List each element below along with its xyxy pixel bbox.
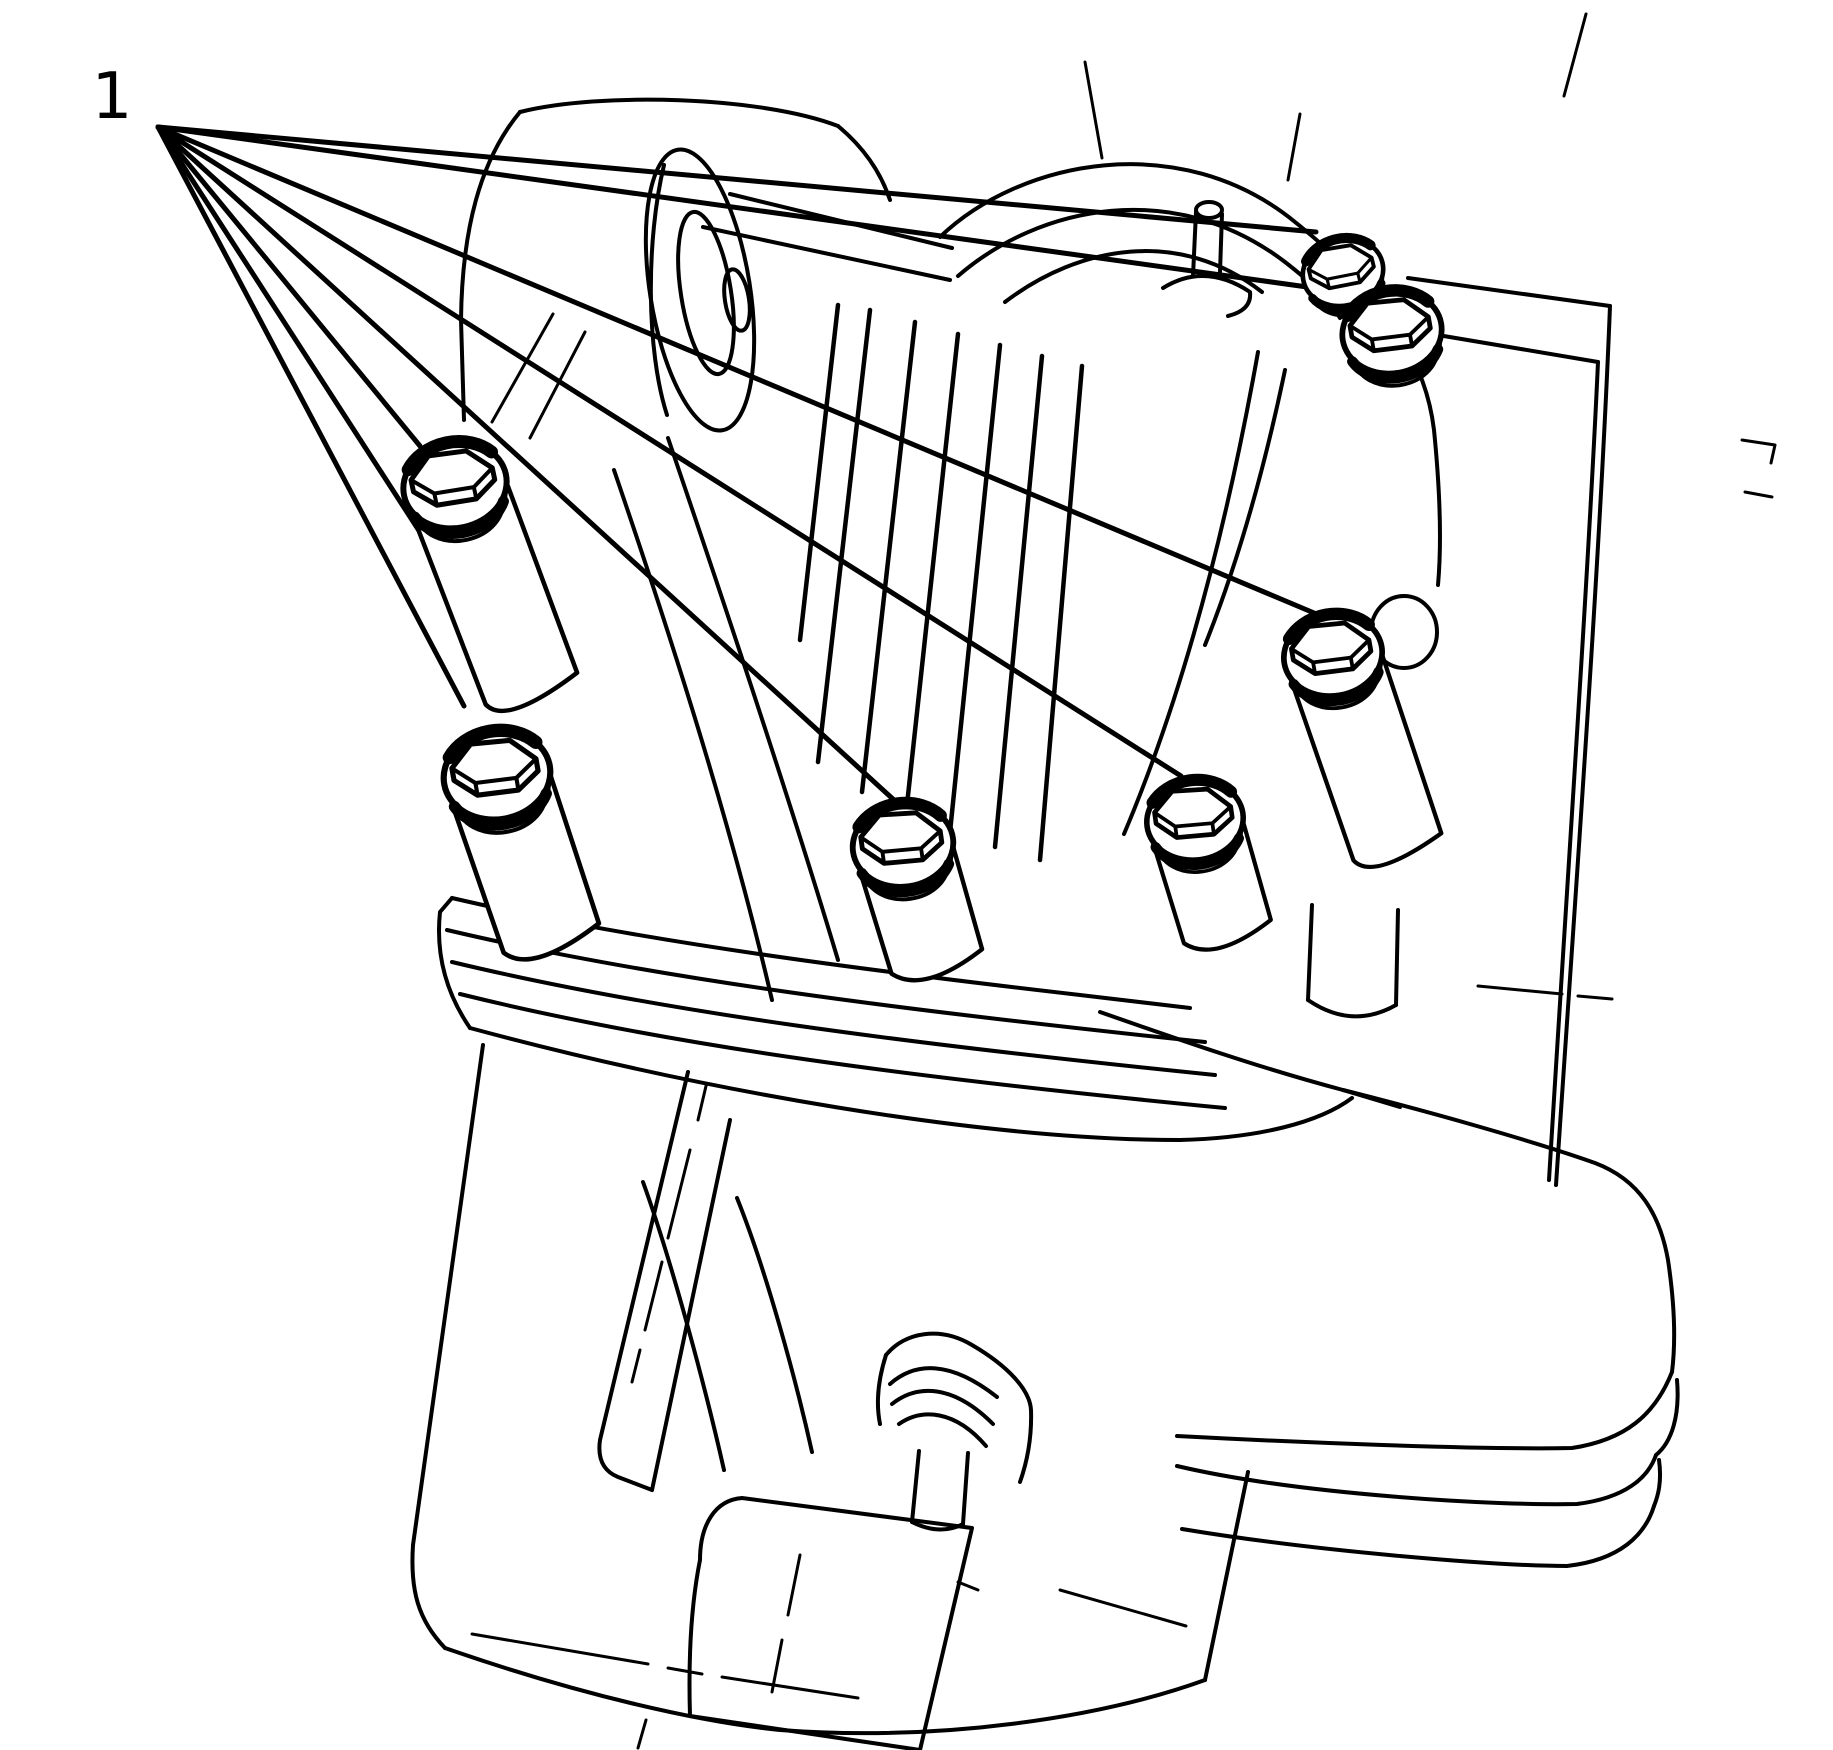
cover-bolts — [395, 230, 1450, 983]
leader-line-cover-bolt-left-lower — [155, 124, 467, 709]
pinion-shaft — [876, 1331, 1034, 1532]
bolt-right-lower — [1142, 772, 1273, 952]
support-stand — [410, 1043, 1250, 1750]
backing-plate — [1406, 276, 1777, 1187]
bolt-bottom-center — [847, 795, 985, 983]
leader-line-cover-bolt-right-upper — [155, 124, 1329, 621]
leader-line-cover-bolt-left-middle — [155, 124, 450, 577]
leader-lines — [155, 124, 1375, 803]
leader-line-cover-bolt-left-upper — [155, 124, 423, 449]
bolt-left-upper — [395, 426, 580, 714]
clamp-block — [687, 1496, 980, 1750]
leader-line-cover-bolt-top-left — [155, 124, 1319, 235]
cover-ribs — [797, 302, 1085, 863]
gasket-stack — [437, 896, 1354, 1142]
mounting-lug — [459, 97, 954, 433]
leader-line-cover-bolt-top-right — [155, 124, 1375, 299]
rear-leg — [641, 1180, 814, 1472]
leader-line-cover-bolt-right-lower — [155, 124, 1184, 779]
housing-front-contour — [490, 312, 840, 1002]
differential-housing-art — [410, 12, 1777, 1750]
leader-line-cover-bolt-bottom-center — [155, 124, 897, 803]
axle-tube-stub — [1306, 903, 1400, 1019]
bolt-right-upper — [1277, 602, 1444, 869]
centerline-dashes — [470, 12, 1614, 1700]
bolt-left-lower — [437, 718, 602, 962]
mounting-foot — [1098, 1010, 1680, 1568]
callout-label: 1 — [92, 60, 133, 134]
